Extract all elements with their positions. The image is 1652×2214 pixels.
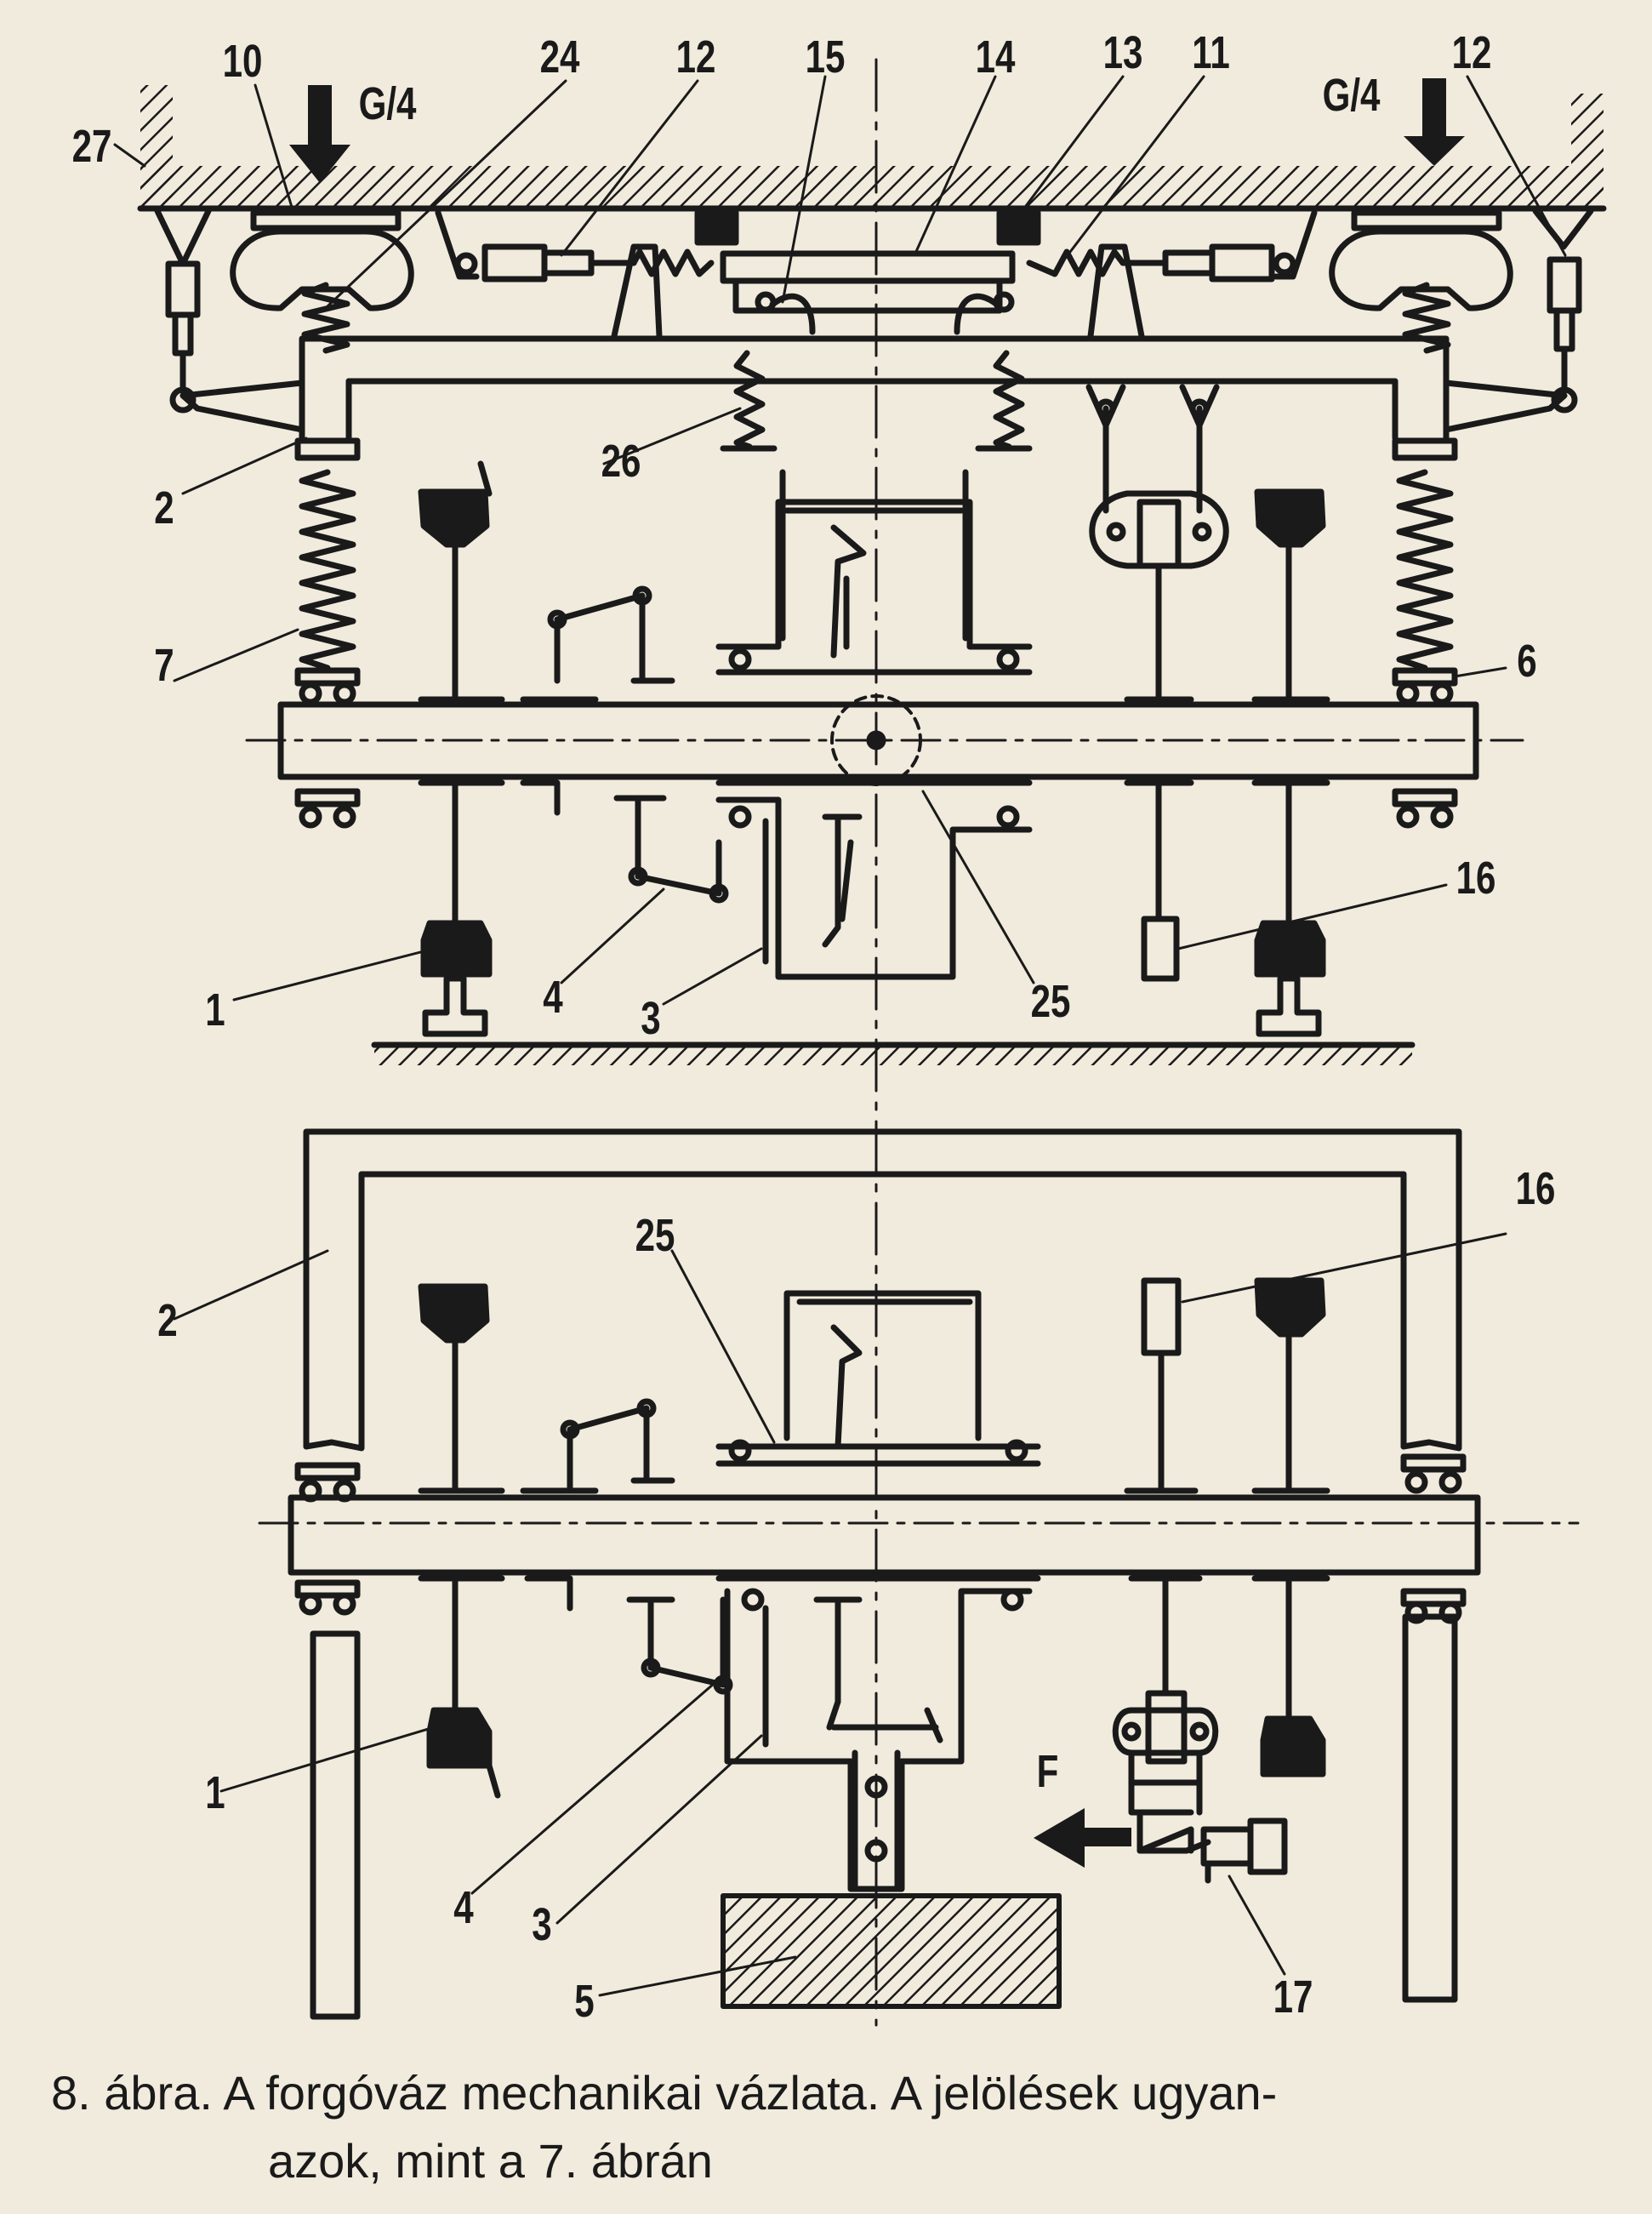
hanger-right bbox=[1532, 208, 1594, 414]
wheel-top-right-upper bbox=[1251, 488, 1330, 703]
traction-link-left bbox=[435, 209, 715, 282]
labels-top: 10 24 12 15 14 13 11 12 27 G/4 G/4 2 26 … bbox=[72, 27, 1537, 1044]
label-2-bottom: 2 bbox=[157, 1295, 177, 1346]
spring-air-left bbox=[301, 282, 350, 354]
axle-box-bottom-left bbox=[294, 1462, 361, 1616]
load-arrow-left bbox=[289, 85, 350, 183]
post-left bbox=[611, 243, 663, 340]
label-7: 7 bbox=[154, 640, 174, 691]
primary-spring-right bbox=[1396, 469, 1454, 671]
label-4-top: 4 bbox=[543, 972, 562, 1023]
label-14: 14 bbox=[976, 31, 1016, 83]
label-11: 11 bbox=[1192, 27, 1230, 78]
label-25-top: 25 bbox=[1031, 976, 1071, 1027]
label-6: 6 bbox=[1517, 636, 1536, 687]
wheel-bottom-left-lower bbox=[418, 1575, 505, 1799]
label-15: 15 bbox=[806, 31, 846, 83]
caption-line-1: 8. ábra. A forgóváz mechanikai vázlata. … bbox=[51, 2066, 1278, 2120]
air-spring-left bbox=[230, 209, 414, 311]
axle-top bbox=[245, 694, 1524, 786]
leader-lines bbox=[113, 75, 1567, 1997]
label-26: 26 bbox=[601, 436, 641, 487]
label-16-top: 16 bbox=[1456, 853, 1496, 904]
wheel-top-left-upper bbox=[418, 460, 505, 703]
caption-line-2: azok, mint a 7. ábrán bbox=[268, 2134, 713, 2188]
traction-link-right bbox=[1026, 209, 1318, 282]
label-load-right: G/4 bbox=[1323, 70, 1381, 121]
wheel-bottom-right-lower bbox=[1251, 1575, 1330, 1777]
hanger-left bbox=[154, 208, 212, 414]
air-spring-right bbox=[1329, 209, 1513, 311]
brake-unit-top bbox=[1085, 384, 1229, 982]
foundation-block bbox=[721, 1893, 1062, 2009]
ground-line bbox=[371, 1041, 1416, 1065]
label-12-left: 12 bbox=[676, 31, 716, 83]
label-force: F bbox=[1037, 1746, 1059, 1797]
brake-linkage-top bbox=[520, 585, 729, 904]
label-12-right: 12 bbox=[1452, 27, 1492, 78]
labels-bottom: 16 25 2 1 4 3 5 17 F bbox=[157, 1163, 1555, 2027]
axle-box-top-right bbox=[1392, 667, 1458, 829]
pivot-assembly bbox=[694, 209, 1041, 335]
wheel-bottom-left-upper bbox=[418, 1283, 505, 1494]
axle-box-bottom-right bbox=[1400, 1453, 1467, 1624]
force-arrow bbox=[1034, 1808, 1131, 1868]
bogie-frame-top bbox=[179, 335, 1568, 461]
label-4-bottom: 4 bbox=[453, 1882, 473, 1933]
wheel-top-right-lower bbox=[1251, 779, 1330, 1037]
load-arrow-right bbox=[1404, 78, 1465, 166]
label-10: 10 bbox=[223, 36, 263, 87]
label-24: 24 bbox=[540, 31, 580, 83]
label-13: 13 bbox=[1103, 27, 1143, 78]
label-27: 27 bbox=[72, 121, 112, 172]
motor-gearbox-bottom bbox=[715, 1290, 1041, 1892]
post-right bbox=[1087, 243, 1145, 340]
label-load-left: G/4 bbox=[359, 78, 417, 129]
car-body bbox=[137, 85, 1607, 212]
axle-box-top-left bbox=[294, 667, 361, 829]
axle-bottom bbox=[258, 1494, 1580, 1576]
spring-air-right bbox=[1402, 282, 1451, 354]
label-17: 17 bbox=[1273, 1971, 1313, 2023]
label-1-bottom: 1 bbox=[205, 1767, 225, 1818]
motor-gearbox-top bbox=[715, 350, 1033, 980]
label-3-bottom: 3 bbox=[532, 1899, 551, 1950]
label-2-top: 2 bbox=[154, 482, 174, 534]
label-5: 5 bbox=[574, 1976, 594, 2027]
brake-linkage-bottom bbox=[520, 1398, 733, 1695]
figure-caption: 8. ábra. A forgóváz mechanikai vázlata. … bbox=[51, 2059, 1616, 2195]
label-25-bottom: 25 bbox=[635, 1210, 675, 1261]
bogie-frame-bottom bbox=[303, 1128, 1462, 2020]
wheel-top-left-lower bbox=[418, 779, 505, 1037]
brake-unit-bottom bbox=[1112, 1277, 1288, 1884]
primary-spring-left bbox=[299, 469, 356, 671]
wheel-bottom-right-upper bbox=[1251, 1277, 1330, 1494]
label-1-top: 1 bbox=[205, 984, 225, 1036]
label-16-bottom: 16 bbox=[1516, 1163, 1556, 1214]
label-3-top: 3 bbox=[641, 993, 660, 1044]
